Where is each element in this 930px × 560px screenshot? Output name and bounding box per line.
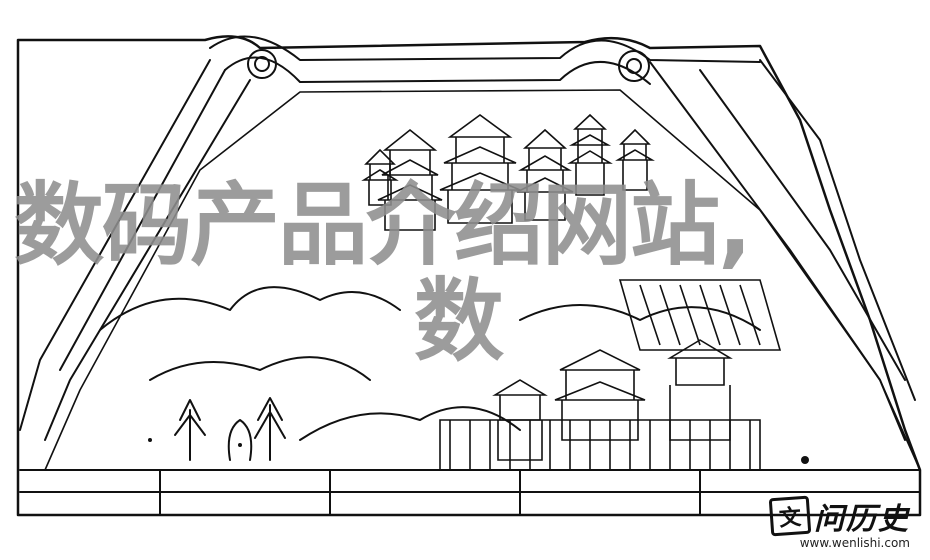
watermark-url: www.wenlishi.com [799, 536, 910, 550]
watermark-logo: 文 [768, 495, 812, 537]
watermark: 文 问历史 www.wenlishi.com [768, 494, 910, 550]
watermark-row: 文 问历史 [768, 494, 910, 538]
watermark-brand: 问历史 [814, 502, 910, 537]
overlay-title-line2: 数 [414, 269, 504, 374]
overlay-title: 数码产品介绍网站, 数 [14, 178, 914, 370]
overlay-title-line1: 数码产品介绍网站, [14, 173, 752, 278]
